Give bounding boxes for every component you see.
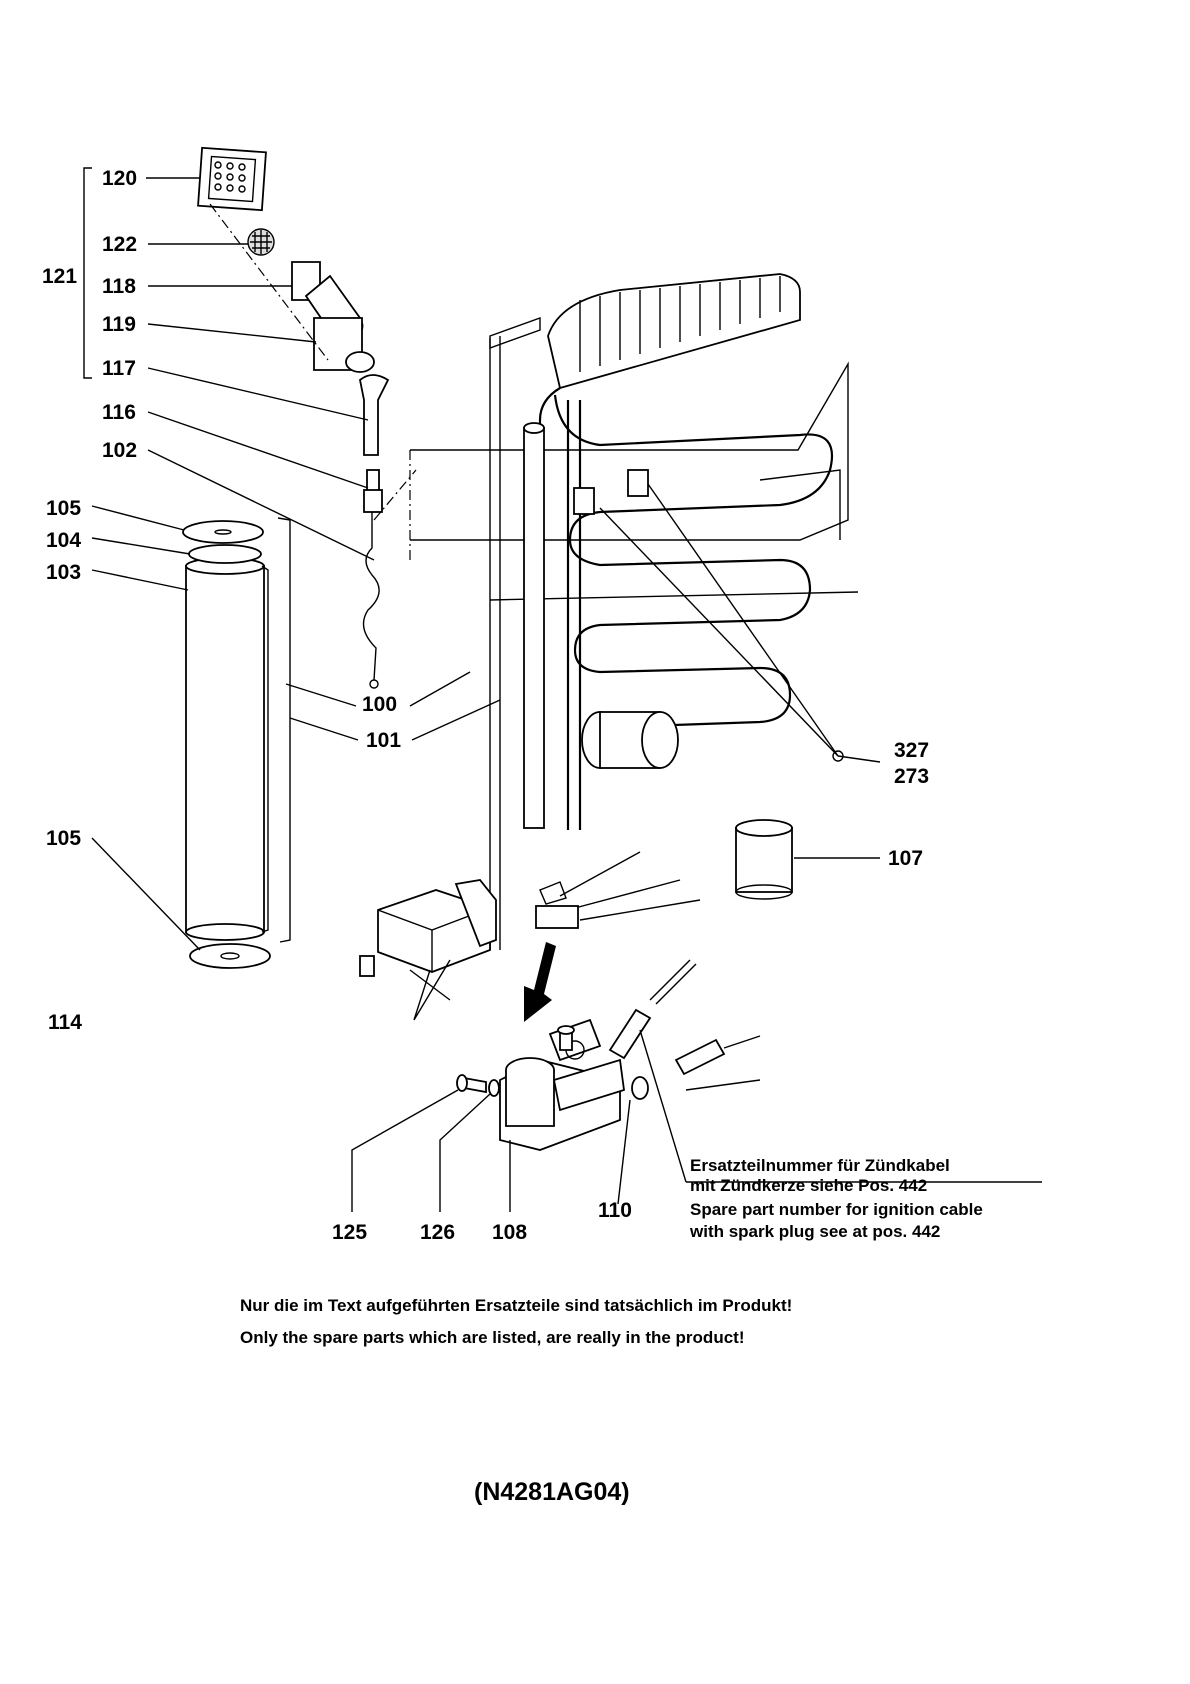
label-126: 126 [420, 1221, 456, 1244]
part-114-burner-box [359, 879, 497, 1021]
label-105-bottom: 105 [46, 827, 82, 850]
label-104: 104 [46, 529, 82, 552]
footer-note-de: Nur die im Text aufgeführten Ersatzteile… [240, 1296, 793, 1315]
label-125: 125 [332, 1221, 368, 1244]
note-en-line-1: Spare part number for ignition cable [690, 1200, 983, 1219]
label-121: 121 [42, 265, 78, 288]
part-105-bottom-disc [189, 943, 271, 969]
label-114: 114 [48, 1011, 82, 1034]
label-327: 327 [894, 739, 930, 762]
note-de-line-2: mit Zündkerze siehe Pos. 442 [690, 1176, 928, 1195]
part-118-119-flue-duct [291, 261, 375, 373]
drawing-code: (N4281AG04) [474, 1478, 630, 1506]
group-bracket-121 [83, 167, 92, 379]
label-105-top: 105 [46, 497, 82, 520]
label-102: 102 [102, 439, 138, 462]
label-110: 110 [598, 1199, 632, 1222]
part-107-cup [735, 819, 793, 900]
label-116: 116 [102, 401, 136, 424]
label-118: 118 [102, 275, 136, 298]
footer-note-en: Only the spare parts which are listed, a… [240, 1328, 745, 1347]
part-122-mesh-disc [247, 228, 275, 256]
label-117: 117 [102, 357, 136, 380]
label-100: 100 [362, 693, 398, 716]
refrigeration-unit-frame [409, 273, 859, 1001]
part-104-cap [188, 544, 262, 564]
part-105-top-disc [182, 520, 264, 544]
part-108-burner-assembly [499, 1018, 625, 1151]
note-en-line-2: with spark plug see at pos. 442 [690, 1222, 941, 1241]
leader-lines [91, 177, 1042, 1212]
label-103: 103 [46, 561, 82, 584]
note-de-line-1: Ersatzteilnummer für Zündkabel [690, 1156, 950, 1175]
label-119: 119 [102, 313, 136, 336]
part-120-grille [197, 146, 267, 212]
part-117-bent-pipe [359, 374, 390, 456]
label-107: 107 [888, 847, 924, 870]
label-122: 122 [102, 233, 138, 256]
label-120: 120 [102, 167, 138, 190]
label-101: 101 [366, 729, 402, 752]
part-102-wire [362, 512, 380, 681]
arrow-down-icon [524, 942, 556, 1022]
part-103-insulation-cylinder [185, 557, 265, 941]
label-108: 108 [492, 1221, 528, 1244]
label-273: 273 [894, 765, 930, 788]
